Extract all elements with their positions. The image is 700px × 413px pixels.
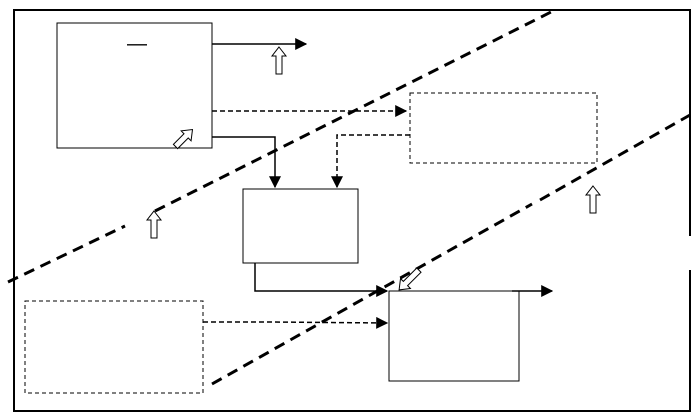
outer-frame bbox=[13, 9, 691, 412]
connector-top-right-to-center bbox=[331, 134, 410, 189]
boundary-line-lower bbox=[211, 113, 691, 386]
connector-center-to-bottom-right bbox=[254, 263, 389, 297]
hollow-arrow-diag-center bbox=[398, 267, 422, 291]
hollow-arrow-diag-top-left bbox=[172, 128, 194, 150]
hollow-arrow-top bbox=[270, 46, 288, 75]
box-top-left-title-mark: — bbox=[127, 33, 147, 55]
connector-top-left-to-center bbox=[212, 136, 281, 189]
connector-bottom-left-to-bottom-right bbox=[203, 316, 389, 329]
hollow-arrow-left bbox=[145, 210, 163, 239]
box-top-left bbox=[56, 22, 213, 149]
box-bottom-right bbox=[388, 290, 520, 382]
boundary-line-upper bbox=[7, 8, 556, 284]
box-top-right bbox=[409, 92, 598, 164]
box-bottom-left bbox=[24, 300, 204, 394]
box-center bbox=[242, 188, 359, 264]
hollow-arrow-right bbox=[584, 185, 602, 214]
